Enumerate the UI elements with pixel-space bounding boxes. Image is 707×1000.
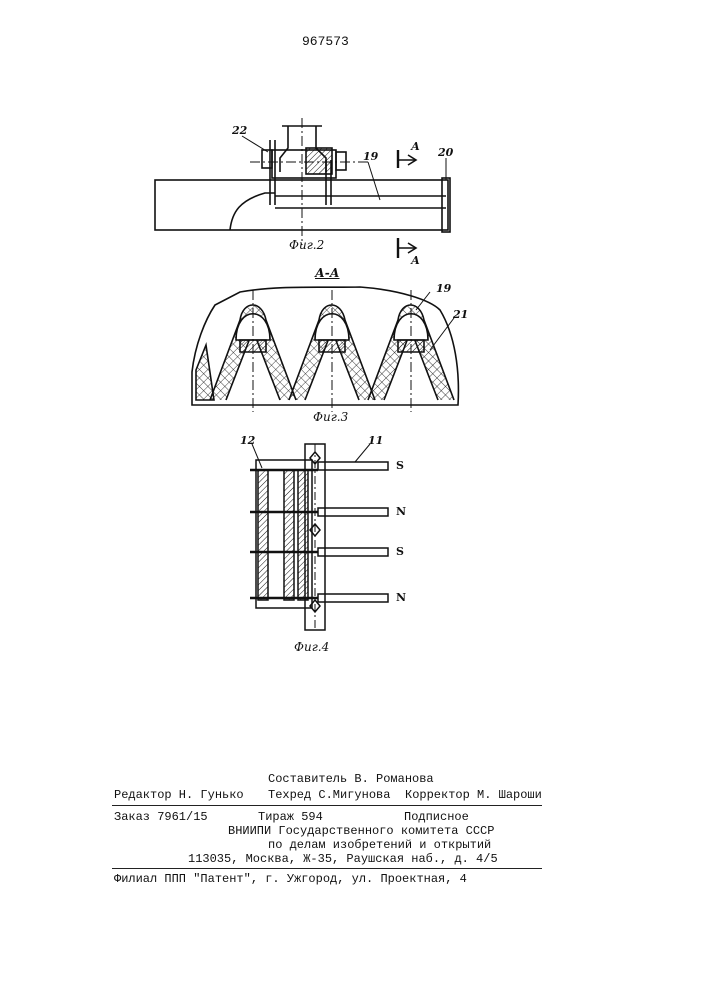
colophon-subscription: Подписное	[404, 810, 469, 824]
colophon-org-line1: ВНИИПИ Государственного комитета СССР	[228, 824, 494, 838]
colophon-corrector: Корректор М. Шароши	[405, 788, 542, 802]
colophon-divider-2	[112, 868, 542, 869]
figure-4-drawing	[0, 0, 707, 660]
colophon-address: 113035, Москва, Ж-35, Раушская наб., д. …	[188, 852, 498, 866]
fig4-label-12: 12	[240, 434, 255, 447]
colophon-editor: Редактор Н. Гунько	[114, 788, 244, 802]
colophon-techred: Техред С.Мигунова	[268, 788, 390, 802]
colophon-compiler: Составитель В. Романова	[268, 772, 434, 786]
colophon-circulation: Тираж 594	[258, 810, 323, 824]
fig4-pole-n-1: N	[396, 505, 406, 518]
colophon-org-line2: по делам изобретений и открытий	[268, 838, 491, 852]
colophon-order: Заказ 7961/15	[114, 810, 208, 824]
colophon-divider-1	[112, 805, 542, 806]
colophon-branch: Филиал ППП "Патент", г. Ужгород, ул. Про…	[114, 872, 467, 886]
fig4-pole-n-2: N	[396, 591, 406, 604]
fig4-caption: Фиг.4	[294, 640, 329, 654]
fig4-pole-s-1: S	[396, 459, 404, 472]
fig4-pole-s-2: S	[396, 545, 404, 558]
fig4-label-11: 11	[368, 434, 383, 447]
